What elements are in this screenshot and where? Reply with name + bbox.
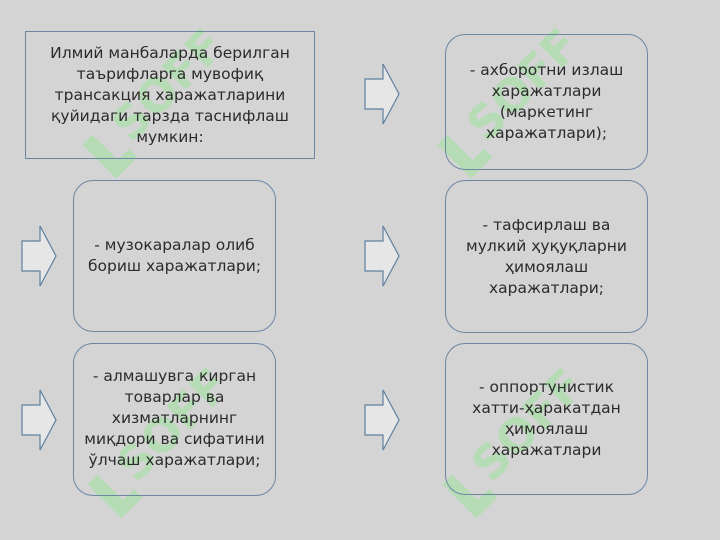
category-box-information-search: - ахборотни излаш харажатлари (маркетинг… <box>445 34 648 170</box>
category-box-opportunism: - оппортунистик хатти-ҳаракатдан ҳимояла… <box>445 343 648 495</box>
category-text: - ахборотни излаш харажатлари (маркетинг… <box>469 61 624 142</box>
category-text: - алмашувга кирган товарлар ва хизматлар… <box>84 367 265 469</box>
right-arrow-icon <box>364 63 400 125</box>
category-text: - оппортунистик хатти-ҳаракатдан ҳимояла… <box>472 378 621 459</box>
category-box-measurement: - алмашувга кирган товарлар ва хизматлар… <box>73 343 276 496</box>
right-arrow-icon <box>364 389 400 451</box>
intro-box: Илмий манбаларда берилган таърифларга му… <box>25 31 315 159</box>
right-arrow-icon <box>364 225 400 287</box>
category-text: - музокаралар олиб бориш харажатлари; <box>87 236 262 275</box>
category-text: - тафсирлаш ва мулкий ҳуқуқларни ҳимояла… <box>466 215 627 297</box>
right-arrow-icon <box>21 225 57 287</box>
right-arrow-icon <box>21 389 57 451</box>
category-box-interpretation: - тафсирлаш ва мулкий ҳуқуқларни ҳимояла… <box>445 180 648 333</box>
category-box-negotiation: - музокаралар олиб бориш харажатлари; <box>73 180 276 332</box>
intro-text: Илмий манбаларда берилган таърифларга му… <box>50 43 290 146</box>
